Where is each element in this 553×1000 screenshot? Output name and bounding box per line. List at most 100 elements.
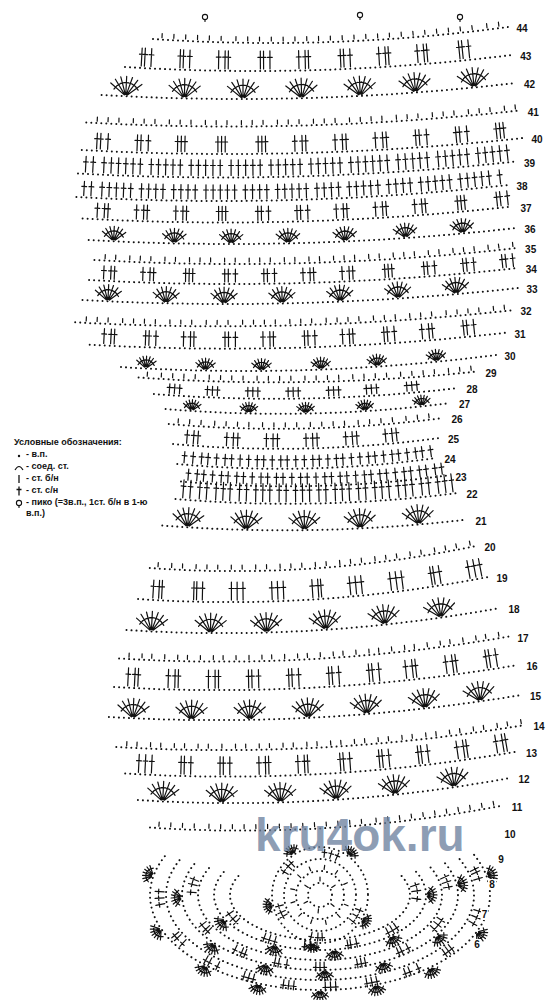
row-number-box: 44 xyxy=(515,18,528,36)
stitch-group xyxy=(140,40,471,69)
stitch-group xyxy=(86,305,504,324)
row-number: 35 xyxy=(524,244,537,255)
row-number: 22 xyxy=(465,489,478,500)
chain-row xyxy=(308,883,332,907)
double-crochet-symbol xyxy=(17,487,22,496)
row-number: 17 xyxy=(516,633,529,644)
slip-stitch-symbol xyxy=(15,467,23,471)
stitch-group xyxy=(129,632,499,659)
row-number: 34 xyxy=(525,264,538,275)
row-number: 21 xyxy=(474,516,487,527)
row-number: 13 xyxy=(525,748,538,759)
row-number-box: 31 xyxy=(513,324,526,342)
chain-row xyxy=(296,871,344,919)
legend-text: - ст. б/н xyxy=(26,473,59,484)
stitch-group xyxy=(187,875,452,971)
row-number: 8 xyxy=(488,879,496,890)
row-number-box: 33 xyxy=(525,279,538,297)
row-number-box: 12 xyxy=(517,769,530,787)
row-number-box: 24 xyxy=(443,449,456,467)
row-number-box: 8 xyxy=(488,874,496,892)
row-number: 33 xyxy=(525,284,538,295)
row-number-box: 21 xyxy=(474,511,487,529)
row-number-box: 30 xyxy=(503,346,516,364)
chain-row xyxy=(78,162,516,178)
row-number: 41 xyxy=(527,107,540,118)
row-number-box: 41 xyxy=(527,102,540,120)
row-number-box: 28 xyxy=(465,379,478,397)
chain-row xyxy=(284,859,356,931)
chain-row xyxy=(90,333,506,349)
chain-row xyxy=(150,546,476,571)
stitch-group xyxy=(186,463,444,484)
stitch-group xyxy=(127,720,522,749)
picot-symbol xyxy=(357,12,362,17)
stitch-group xyxy=(184,395,431,412)
row-number: 10 xyxy=(503,829,516,840)
stitch-group xyxy=(171,875,468,981)
row-number: 11 xyxy=(511,802,524,813)
chain-row xyxy=(198,868,442,961)
stitch-group xyxy=(102,254,516,283)
row-number-box: 27 xyxy=(458,394,471,412)
row-number-box: 43 xyxy=(519,46,532,64)
chain-row xyxy=(182,863,458,970)
row-number-box: 17 xyxy=(516,628,529,646)
row-number-box: 14 xyxy=(532,716,545,734)
chain-row xyxy=(138,577,488,602)
row-number: 28 xyxy=(465,384,478,395)
stitch-group xyxy=(137,734,508,775)
row-number: 16 xyxy=(525,661,538,672)
chain-row xyxy=(176,493,459,504)
row-number-box: 6 xyxy=(473,934,481,952)
row-number: 26 xyxy=(450,414,463,425)
chain-row xyxy=(121,355,496,371)
legend-row: - ст. с/н xyxy=(14,485,152,496)
watermark: kru4ok.ru xyxy=(255,809,465,861)
stitch-group xyxy=(102,319,476,346)
row-number: 31 xyxy=(513,329,526,340)
row-number-box: 37 xyxy=(519,198,532,216)
stitch-group xyxy=(181,474,454,502)
row-number-box: 29 xyxy=(484,363,497,381)
picot-symbol xyxy=(16,500,21,505)
legend-symbol xyxy=(14,486,24,496)
chain-row xyxy=(102,83,516,99)
row-number-box: 42 xyxy=(523,74,536,92)
row-number-box: 19 xyxy=(495,568,508,586)
legend-text: - в.п. xyxy=(26,449,47,460)
stitch-group xyxy=(276,849,363,941)
row-number-box: 22 xyxy=(465,484,478,502)
stitch-group xyxy=(291,865,348,924)
legend-symbol xyxy=(14,498,24,508)
row-number: 12 xyxy=(517,774,530,785)
row-number: 19 xyxy=(495,573,508,584)
row-number-box: 36 xyxy=(523,219,536,237)
row-number-box: 25 xyxy=(447,429,460,447)
chain-row xyxy=(139,372,477,383)
legend-box: Условные обозначения:- в.п.- соед. ст.- … xyxy=(12,434,154,522)
picot-stem xyxy=(459,20,460,22)
row-number-box: 39 xyxy=(523,153,536,171)
stitch-group xyxy=(97,105,515,125)
legend-symbol xyxy=(14,462,24,472)
legend-title: Условные обозначения: xyxy=(14,436,152,448)
row-number-box: 38 xyxy=(515,176,528,194)
row-number: 38 xyxy=(515,181,528,192)
row-number: 43 xyxy=(519,51,532,62)
chain-row xyxy=(230,876,410,940)
stitch-group xyxy=(95,277,468,302)
row-number-box: 18 xyxy=(507,599,520,617)
row-number-box: 26 xyxy=(450,409,463,427)
row-number-box: 13 xyxy=(525,743,538,761)
stitch-group xyxy=(162,22,499,41)
legend-row: - соед. ст. xyxy=(14,461,152,472)
row-number: 6 xyxy=(473,939,481,950)
row-number: 24 xyxy=(443,454,456,465)
legend-symbol xyxy=(14,474,24,484)
stitch-group xyxy=(185,428,399,447)
stitch-group xyxy=(147,366,471,380)
stitch-group xyxy=(173,505,433,529)
chain-row xyxy=(153,27,508,43)
